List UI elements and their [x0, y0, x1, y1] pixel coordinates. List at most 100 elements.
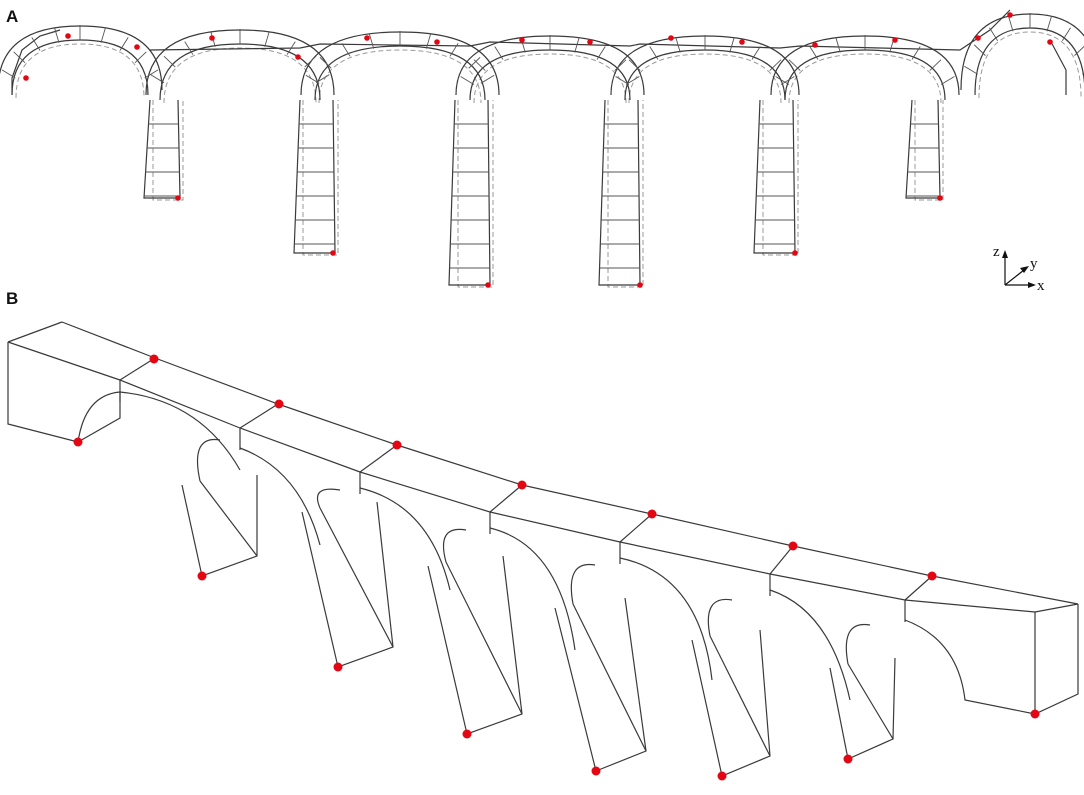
- pier-1: [143, 99, 181, 199]
- voussoir-joint: [1074, 45, 1084, 56]
- voussoir-joint: [615, 76, 630, 85]
- hinge-point: [1047, 39, 1053, 45]
- hinge-point: [788, 541, 798, 551]
- panel-b-3d-view: [7, 321, 1079, 781]
- voussoir-joint: [480, 74, 495, 84]
- hinge-point: [134, 44, 140, 50]
- hinge-point: [65, 33, 71, 39]
- voussoir-joint: [911, 46, 921, 60]
- voussoir-joint: [119, 37, 129, 51]
- hinge-point: [73, 437, 83, 447]
- block-joints: [1, 13, 1084, 269]
- pier-ghost-3: [457, 100, 494, 288]
- left-abutment: [11, 29, 61, 95]
- hinge-point: [717, 771, 727, 781]
- pier-arch-springer-2: [316, 488, 341, 509]
- voussoir-joint: [788, 59, 801, 71]
- pier-arch-springer-6: [845, 623, 871, 665]
- right-abutment: [1049, 39, 1067, 95]
- arch-ghost-7: [978, 31, 1082, 99]
- hinge-point: [927, 571, 937, 581]
- voussoir-joint: [341, 42, 351, 57]
- voussoir-joint: [286, 41, 296, 55]
- voussoir-joint: [1, 69, 16, 79]
- x-axis-label: x: [1037, 278, 1045, 294]
- y-axis-arrow: [1020, 266, 1029, 273]
- hinge-point: [975, 35, 981, 41]
- hinge-point: [392, 440, 402, 450]
- arch-3d-5: [619, 557, 713, 681]
- pier-edge-3: [445, 561, 523, 715]
- hinges-a: [23, 12, 1053, 288]
- hinge-point: [937, 195, 943, 201]
- deck-joint: [489, 484, 523, 513]
- voussoir-joint: [649, 46, 659, 60]
- deck-joint: [119, 357, 156, 381]
- hinge-point: [485, 282, 491, 288]
- hinge-point: [892, 37, 898, 43]
- voussoir-joint: [494, 46, 504, 60]
- panel-a-label: A: [6, 7, 18, 26]
- voussoir-joint: [449, 42, 459, 57]
- voussoir-joint: [1008, 16, 1014, 32]
- panel-a-elevation: [0, 9, 1084, 288]
- hinge-point: [591, 766, 601, 776]
- arch-3d-4: [489, 527, 576, 651]
- voussoir-joint: [144, 69, 159, 79]
- voussoir-joint: [54, 28, 60, 43]
- hinge-point: [274, 399, 284, 409]
- pier-3d-1: [181, 475, 258, 577]
- voussoir-joint: [315, 74, 330, 84]
- hinge-point: [333, 662, 343, 672]
- voussoir-joint: [809, 46, 819, 60]
- arch-3d-1: [119, 391, 241, 471]
- pier-3d-3: [427, 555, 523, 735]
- pier-6: [905, 99, 941, 199]
- hinge-point: [843, 754, 853, 764]
- z-axis-arrow: [1002, 250, 1008, 258]
- pier-3d-4: [554, 597, 647, 772]
- voussoir-joint: [628, 59, 641, 71]
- voussoir-joint: [775, 76, 790, 85]
- hinge-point: [364, 35, 370, 41]
- arch-ghost-2: [163, 47, 317, 104]
- pier-4: [598, 99, 641, 286]
- arch-ghost-3: [318, 49, 482, 104]
- hinge-point: [812, 42, 818, 48]
- voussoir-joint: [964, 65, 978, 75]
- hinge-point: [209, 35, 215, 41]
- hinge-point: [462, 729, 472, 739]
- hinge-point: [1030, 709, 1040, 719]
- voussoir-joint: [675, 37, 681, 53]
- deck-left-top: [7, 321, 63, 343]
- right-end-face: [1034, 604, 1079, 715]
- pier-ghost-6: [914, 100, 944, 201]
- hinge-point: [23, 75, 29, 81]
- voussoir-joint: [574, 37, 580, 53]
- voussoir-joint: [769, 59, 782, 71]
- voussoir-joint: [1061, 27, 1071, 42]
- arch-ghost-5: [628, 53, 782, 104]
- deck-top-line: [149, 9, 1011, 51]
- arch-ghost-1: [15, 43, 145, 99]
- voussoir-joint: [305, 74, 320, 84]
- voussoir-joint: [751, 46, 761, 60]
- hinge-point: [647, 509, 657, 519]
- hinge-point: [637, 282, 643, 288]
- voussoir-joint: [150, 74, 165, 84]
- arch-intrados-6: [784, 49, 946, 101]
- voussoir-joint: [368, 34, 375, 49]
- axis-triad: z y x: [993, 244, 1045, 294]
- deck-joint: [619, 513, 653, 543]
- voussoir-joint: [940, 76, 955, 85]
- arch-3d-6: [769, 589, 851, 701]
- pier-ghost-1: [152, 100, 184, 201]
- voussoir-joint: [134, 51, 147, 63]
- hinge-point: [330, 250, 336, 256]
- pier-5: [753, 99, 796, 254]
- hinge-point: [434, 39, 440, 45]
- voussoir-joint: [31, 37, 41, 51]
- voussoir-joint: [460, 76, 475, 85]
- voussoir-joint: [319, 57, 332, 69]
